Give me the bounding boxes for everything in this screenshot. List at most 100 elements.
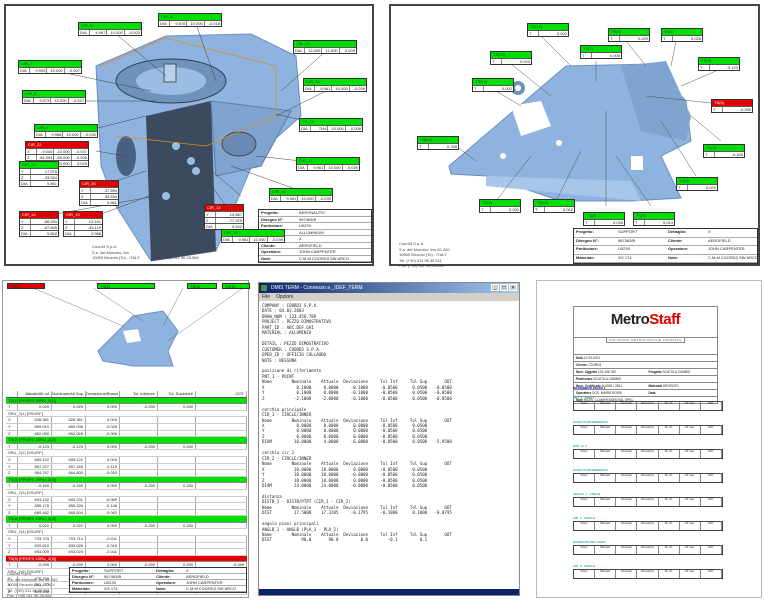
callout-ts3[interactable]: TS(3)T-0.169 xyxy=(703,144,745,158)
callout-value: 0.000 xyxy=(591,53,621,58)
section-header[interactable]: TS(1) [PROFS 1SRU_2(1)] xyxy=(6,397,247,405)
cell: 839.610 xyxy=(18,542,52,549)
callout-ts2[interactable]: TS(2)T-0.123 xyxy=(698,57,740,71)
company-line: S.s. del Monviso, km xyxy=(92,249,129,255)
field-value: 12.09.2003 xyxy=(583,356,600,360)
callout-axis: T xyxy=(713,107,716,112)
cell-empty xyxy=(196,509,247,516)
callout-label: TS(5) xyxy=(712,100,752,106)
cell: 839.626 xyxy=(52,542,86,549)
callout-value: -0.018 xyxy=(203,21,221,26)
callout-ts5[interactable]: TS(5)T-0.299 xyxy=(711,99,753,113)
callout-value: DIA xyxy=(305,86,312,91)
cell: 0.029 xyxy=(52,404,86,410)
callout-value: 10.000 xyxy=(106,30,123,35)
window-titlebar[interactable]: DMIS TERM - Connesso a _IDEF_TERM _ □ × xyxy=(259,283,519,293)
callout-row: T-0.169 xyxy=(704,151,744,157)
top-label-ts3[interactable]: TS(3) xyxy=(222,283,250,289)
callout-row: Z-87.845 xyxy=(20,224,58,230)
section-header[interactable]: TS(3) [PROFS 1SRU_2(3)] xyxy=(6,476,247,484)
info-key: Particolare: xyxy=(574,246,616,255)
top-label-ts1[interactable]: TS(1) xyxy=(97,283,155,289)
callout-value: DIA xyxy=(298,165,305,170)
cell: -0.299 xyxy=(52,562,86,569)
callout-value: 0.035 xyxy=(594,220,624,225)
info-value: AEROFIELD xyxy=(184,574,246,580)
window-title: DMIS TERM - Connesso a _IDEF_TERM xyxy=(271,285,363,291)
info-key: Disegno N°: xyxy=(259,217,297,223)
section-header[interactable]: TS(4) [PROFS 1SRU_2(4)] xyxy=(6,516,247,523)
info-key: Operatore: xyxy=(154,580,184,586)
column-header: Nome xyxy=(574,474,596,482)
menu-options[interactable]: Opzioni xyxy=(276,294,294,300)
info-value: SUPPORT xyxy=(616,229,666,238)
column-header: Deviazione xyxy=(637,522,659,530)
info-value: X xyxy=(297,236,371,243)
maximize-button[interactable]: □ xyxy=(500,284,508,291)
table-title: DIST_B_1 xyxy=(573,444,588,448)
callout-label: CIR_5 xyxy=(79,23,141,29)
callout-value: -0.039 xyxy=(266,237,284,242)
cell-empty xyxy=(196,423,247,430)
menu-file[interactable]: File xyxy=(262,294,271,300)
section-header[interactable]: TS(2) [PROFS 1SRU_2(2)] xyxy=(6,437,247,444)
top-label-ts5[interactable]: TS(5) xyxy=(7,283,45,289)
column-header: OOT xyxy=(701,402,722,410)
callout-value: DIA xyxy=(80,30,87,35)
cell: 859.010 xyxy=(18,423,52,430)
callout-row: Z-33.534 xyxy=(20,174,58,180)
cell: -0.006 xyxy=(86,430,120,437)
top-label-ts4[interactable]: TS(4) xyxy=(187,283,217,289)
callout-axis: T xyxy=(535,207,538,212)
column-header: Nominale xyxy=(616,426,638,434)
callout-value: -0.123 xyxy=(709,65,739,70)
section-header[interactable]: TS(5) [PROFS 1SRU_2(5)] xyxy=(6,555,247,563)
callout-axis: T xyxy=(474,86,477,91)
info-key: Progetto: xyxy=(574,229,616,238)
column-header: Misurato xyxy=(595,546,617,554)
callout-axis: T xyxy=(705,152,708,157)
field-value: AL0605 / 2541 xyxy=(601,384,623,388)
cell: 841.177 xyxy=(18,582,52,588)
callout-label: CIR_12 xyxy=(20,212,58,218)
callout-label: CIR_13 xyxy=(64,212,102,218)
close-button[interactable]: × xyxy=(509,284,517,291)
minimize-button[interactable]: _ xyxy=(491,284,499,291)
